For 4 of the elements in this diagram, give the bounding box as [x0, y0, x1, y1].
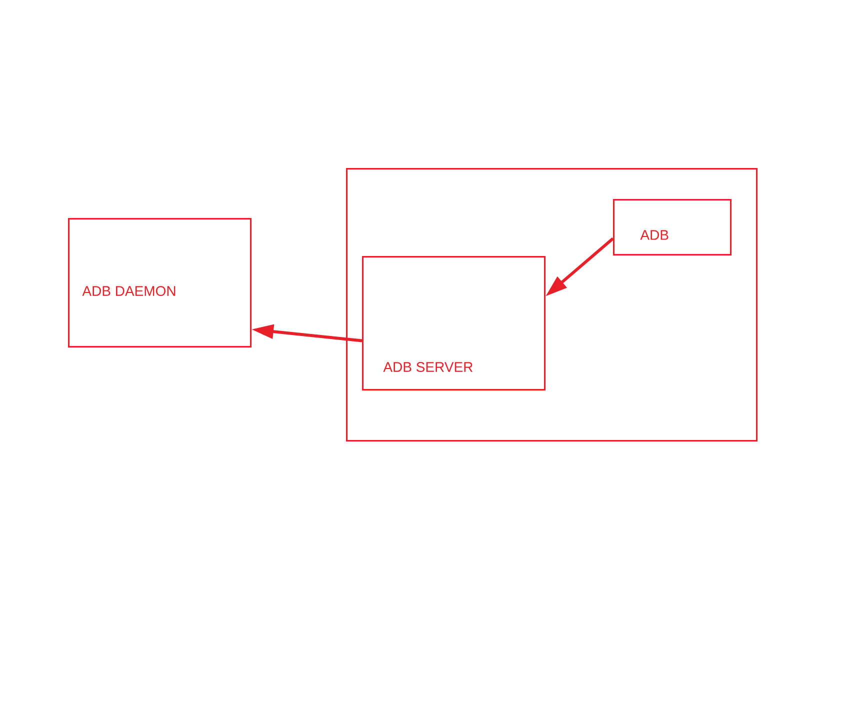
process-box: ADB DAEMON	[68, 218, 252, 348]
container-box	[346, 168, 758, 442]
process-box: ADB SERVER	[362, 256, 546, 390]
process-box: ADB	[613, 199, 732, 256]
